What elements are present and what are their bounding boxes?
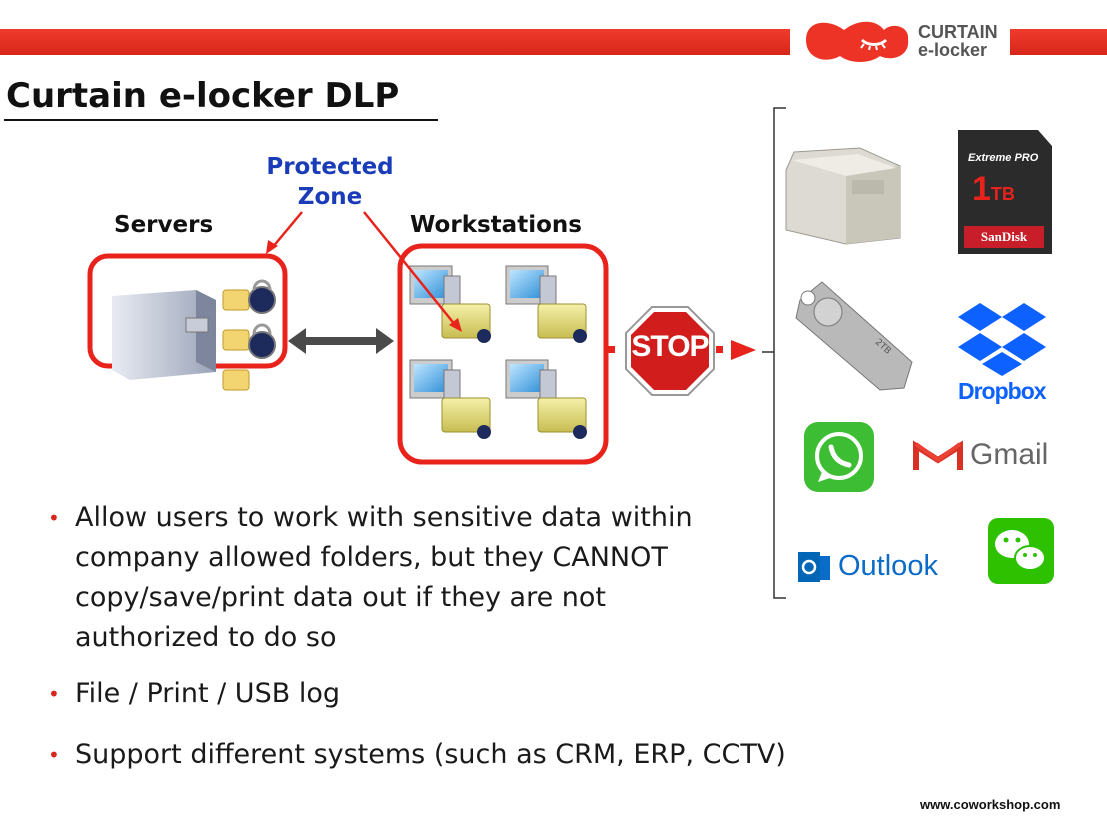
sd-card-product: Extreme PRO: [968, 152, 1039, 164]
bullet-text-line: authorized to do so: [75, 622, 337, 653]
bullet-item: • File / Print / USB log: [48, 674, 340, 714]
usb-drive-icon: [795, 281, 913, 391]
locked-folder-icons: [222, 279, 276, 391]
server-icon: [112, 290, 216, 380]
title-underline: [4, 119, 438, 121]
workstations-label: Workstations: [410, 212, 582, 238]
sd-card-icon: [958, 130, 1052, 254]
wechat-icon: [988, 518, 1054, 584]
printer-icon: [785, 147, 901, 245]
bullet-item: • Support different systems (such as CRM…: [48, 735, 786, 775]
servers-label: Servers: [114, 212, 214, 238]
header-bar-left: [0, 29, 790, 55]
outlook-icon: [798, 552, 830, 582]
bullet-text-line: File / Print / USB log: [75, 678, 340, 709]
devices-bracket: [762, 107, 786, 599]
stop-sign-icon: [625, 306, 715, 396]
curtain-eye-logo-icon: [806, 21, 909, 62]
bullet-text-line: Support different systems (such as CRM, …: [75, 739, 786, 770]
dropbox-label: Dropbox: [958, 378, 1047, 404]
sd-card-capacity-number: 1: [972, 170, 991, 208]
blocked-flow-arrow: [608, 340, 756, 360]
sd-card-capacity-unit: TB: [990, 184, 1015, 204]
protected-zone-pointer-arrows: [271, 211, 457, 327]
bullet-text-line: Allow users to work with sensitive data …: [75, 502, 693, 533]
whatsapp-icon: [804, 422, 874, 492]
gmail-label: Gmail: [970, 438, 1049, 471]
bullet-dot: •: [48, 506, 60, 530]
outlook-label: Outlook: [838, 550, 938, 582]
protected-zone-label-line1: Protected: [266, 154, 394, 180]
bullet-item: • Allow users to work with sensitive dat…: [48, 498, 693, 658]
workstations-zone-box: [397, 243, 609, 465]
page-title: Curtain e-locker DLP: [6, 76, 400, 116]
header-bar-right: [1010, 29, 1107, 55]
brand-name-line2: e-locker: [918, 40, 988, 60]
footer-url[interactable]: www.coworkshop.com: [920, 797, 1061, 812]
stop-sign-text: STOP: [631, 330, 709, 363]
protected-zone-label-line2: Zone: [297, 184, 363, 210]
bullet-text-line: company allowed folders, but they CANNOT: [75, 542, 668, 573]
bullet-text-line: copy/save/print data out if they are not: [75, 582, 607, 613]
sd-card-capacity: 1TB: [972, 170, 1015, 209]
dropbox-icon: [958, 303, 1046, 376]
workstation-icons: [409, 265, 587, 439]
bullet-dot: •: [48, 743, 60, 767]
gmail-icon: [913, 440, 963, 470]
brand-name-line1: CURTAIN: [918, 22, 998, 42]
sd-card-brand: SanDisk: [980, 229, 1028, 244]
protected-zone-label: Protected Zone: [255, 152, 405, 212]
bullet-dot: •: [48, 682, 60, 706]
brand-logo: CURTAIN e-locker: [800, 14, 1000, 66]
bidirectional-arrow: [288, 328, 394, 354]
